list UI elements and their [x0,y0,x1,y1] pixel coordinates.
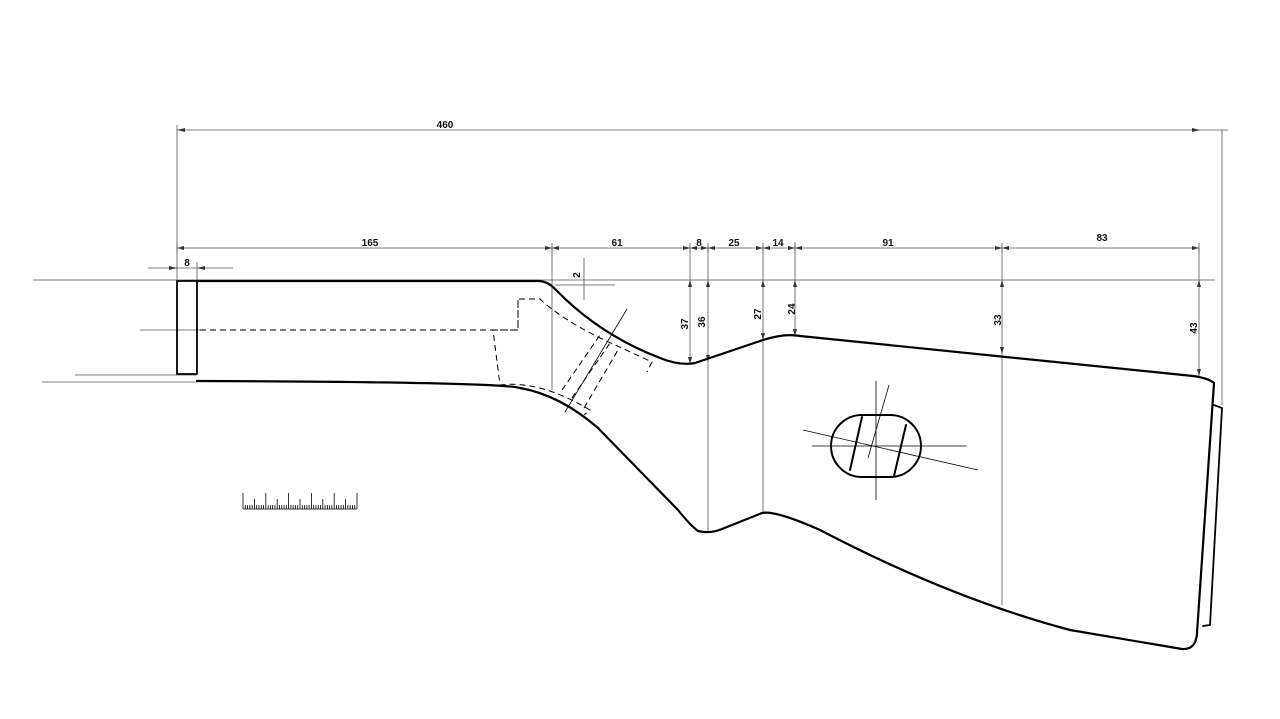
dim-label-460: 460 [437,120,454,131]
drop-arrow [706,280,710,287]
dimension-chain: 165 61 8 25 14 91 83 8 [148,233,1200,270]
dim-arrow [795,246,802,250]
stock-outline [176,279,1223,651]
drop-arrow [1000,347,1004,354]
drop-arrow [688,280,692,287]
dim-label-37: 37 [680,318,691,330]
dim-arrow [1192,246,1199,250]
dim-label-83: 83 [1096,233,1108,244]
dim-arrow [690,246,697,250]
dim-arrow [1002,246,1009,250]
dim-label-36: 36 [697,316,708,328]
drop-arrow [793,329,797,336]
dim-arrow [763,246,770,250]
drop-dimensions: 2 37 36 27 24 33 43 [551,242,1201,605]
scale-bar [242,493,358,510]
dim-label-43: 43 [1189,322,1200,334]
dim-arrow [683,246,690,250]
hidden-lines [200,298,653,416]
dim-label-27: 27 [753,308,764,320]
dim-label-8-comb: 8 [696,238,702,249]
drop-arrow [1197,369,1201,376]
dim-arrow [552,246,559,250]
dim-arrow [788,246,795,250]
dim-arrow [701,246,708,250]
dim-arrow [756,246,763,250]
dim-arrow [545,246,552,250]
dim-label-8-butt: 8 [184,258,190,269]
dim-label-33: 33 [993,314,1004,326]
drop-arrow [1197,280,1201,287]
drop-arrow [761,280,765,287]
dim-label-24: 24 [787,303,798,315]
dim-label-25: 25 [728,238,740,249]
drop-arrow [1000,280,1004,287]
drop-arrow [688,357,692,364]
dim-arrow [708,246,715,250]
drop-arrow [793,280,797,287]
dim-arrow [995,246,1002,250]
dim-label-2: 2 [572,272,583,278]
dimension-overall: 460 [177,120,1228,132]
dim-label-14: 14 [772,238,784,249]
sling-slot [802,381,979,500]
dim-label-91: 91 [882,238,894,249]
dim-label-165: 165 [362,238,379,249]
dim-label-61: 61 [611,238,623,249]
drop-arrow [761,333,765,340]
dim-arrow [177,246,184,250]
reference-lines [33,125,1223,405]
